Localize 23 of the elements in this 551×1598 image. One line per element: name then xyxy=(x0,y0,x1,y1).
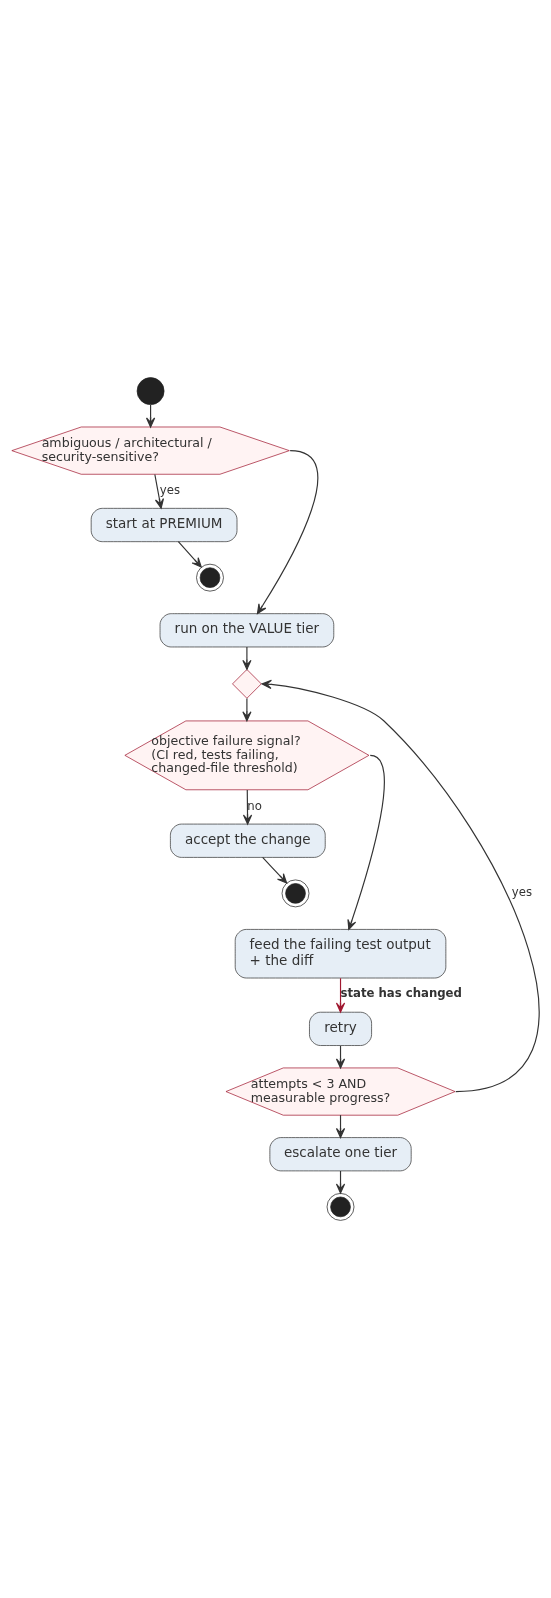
node-circle xyxy=(281,879,310,908)
arrow xyxy=(261,679,540,1093)
node-circle xyxy=(136,377,165,405)
node-box: accept the change xyxy=(170,823,326,858)
node-box: escalate one tier xyxy=(269,1137,412,1172)
edge-label: no xyxy=(247,799,262,814)
arrow xyxy=(262,856,288,884)
node-box: feed the failing test output + the diff xyxy=(234,929,447,979)
node-diamond xyxy=(232,669,262,699)
node-box: start at PREMIUM xyxy=(90,508,238,542)
node-box: run on the VALUE tier xyxy=(159,613,335,648)
arrow xyxy=(177,541,202,568)
arrow xyxy=(154,473,165,509)
arrow xyxy=(242,646,252,670)
edge-label: state has changed xyxy=(340,986,462,1001)
arrow xyxy=(242,789,253,825)
arrow xyxy=(347,754,385,930)
edge-label: yes xyxy=(511,885,533,900)
arrow xyxy=(256,450,319,615)
arrow xyxy=(242,697,252,722)
arrow xyxy=(335,977,346,1013)
edge-label: yes xyxy=(159,483,181,498)
node-box: retry xyxy=(309,1011,372,1046)
